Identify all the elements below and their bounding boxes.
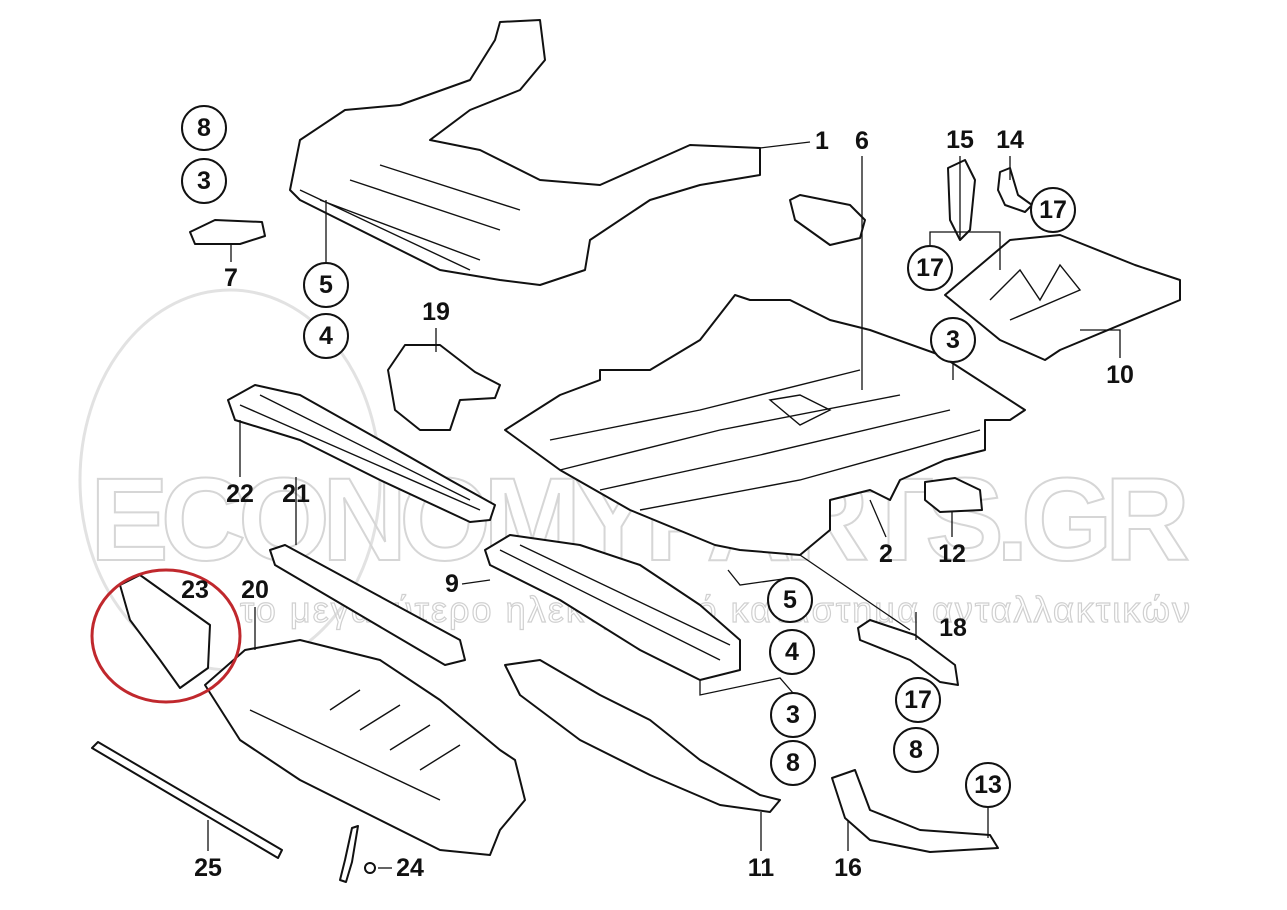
label-8[interactable]: 8 xyxy=(909,736,923,764)
part-14-shape xyxy=(997,167,1033,213)
part-21-shape xyxy=(269,544,466,666)
label-17[interactable]: 17 xyxy=(1039,196,1067,224)
label-16[interactable]: 16 xyxy=(834,854,862,882)
label-7[interactable]: 7 xyxy=(224,264,238,292)
part-1-shape xyxy=(289,19,761,286)
label-23[interactable]: 23 xyxy=(181,576,209,604)
part-16-shape xyxy=(831,769,999,853)
part-20-shape xyxy=(204,639,526,856)
label-5[interactable]: 5 xyxy=(319,271,333,299)
label-17[interactable]: 17 xyxy=(904,686,932,714)
label-4[interactable]: 4 xyxy=(785,638,799,666)
part-11-shape xyxy=(504,659,781,813)
highlight-ring-part-23 xyxy=(90,568,242,704)
label-25[interactable]: 25 xyxy=(194,854,222,882)
label-10[interactable]: 10 xyxy=(1106,361,1134,389)
part-9-shape xyxy=(484,534,741,681)
label-24[interactable]: 24 xyxy=(396,854,424,882)
label-8[interactable]: 8 xyxy=(786,749,800,777)
part-23-shape xyxy=(119,574,211,689)
label-1[interactable]: 1 xyxy=(815,127,829,155)
leader-lines xyxy=(207,141,1121,869)
label-11[interactable]: 11 xyxy=(748,854,775,882)
label-3[interactable]: 3 xyxy=(946,326,960,354)
part-24-shape xyxy=(339,825,359,883)
label-3[interactable]: 3 xyxy=(197,167,211,195)
label-6[interactable]: 6 xyxy=(855,127,869,155)
label-12[interactable]: 12 xyxy=(938,540,966,568)
part-12-shape xyxy=(924,477,983,513)
label-21[interactable]: 21 xyxy=(282,480,310,508)
part-15-shape xyxy=(947,159,976,241)
label-14[interactable]: 14 xyxy=(996,126,1024,154)
label-rings xyxy=(181,105,1076,808)
label-4[interactable]: 4 xyxy=(319,322,333,350)
label-3[interactable]: 3 xyxy=(786,701,800,729)
parts xyxy=(91,19,1181,883)
part-6-shape xyxy=(789,194,866,246)
label-20[interactable]: 20 xyxy=(241,576,269,604)
label-5[interactable]: 5 xyxy=(783,586,797,614)
label-22[interactable]: 22 xyxy=(226,480,254,508)
label-8[interactable]: 8 xyxy=(197,114,211,142)
part-19-shape xyxy=(387,344,501,431)
part-2-shape xyxy=(504,294,1026,556)
part-7-shape xyxy=(189,219,266,245)
label-9[interactable]: 9 xyxy=(445,570,459,598)
label-2[interactable]: 2 xyxy=(879,540,893,568)
part-labels: 1 6 15 14 17 17 10 3 8 3 7 5 4 19 22 21 … xyxy=(181,114,1134,882)
label-17[interactable]: 17 xyxy=(916,254,944,282)
label-19[interactable]: 19 xyxy=(422,298,450,326)
label-18[interactable]: 18 xyxy=(939,614,967,642)
part-18-shape xyxy=(857,619,959,686)
part-25-shape xyxy=(91,741,283,859)
label-15[interactable]: 15 xyxy=(946,126,974,154)
label-13[interactable]: 13 xyxy=(974,771,1002,799)
